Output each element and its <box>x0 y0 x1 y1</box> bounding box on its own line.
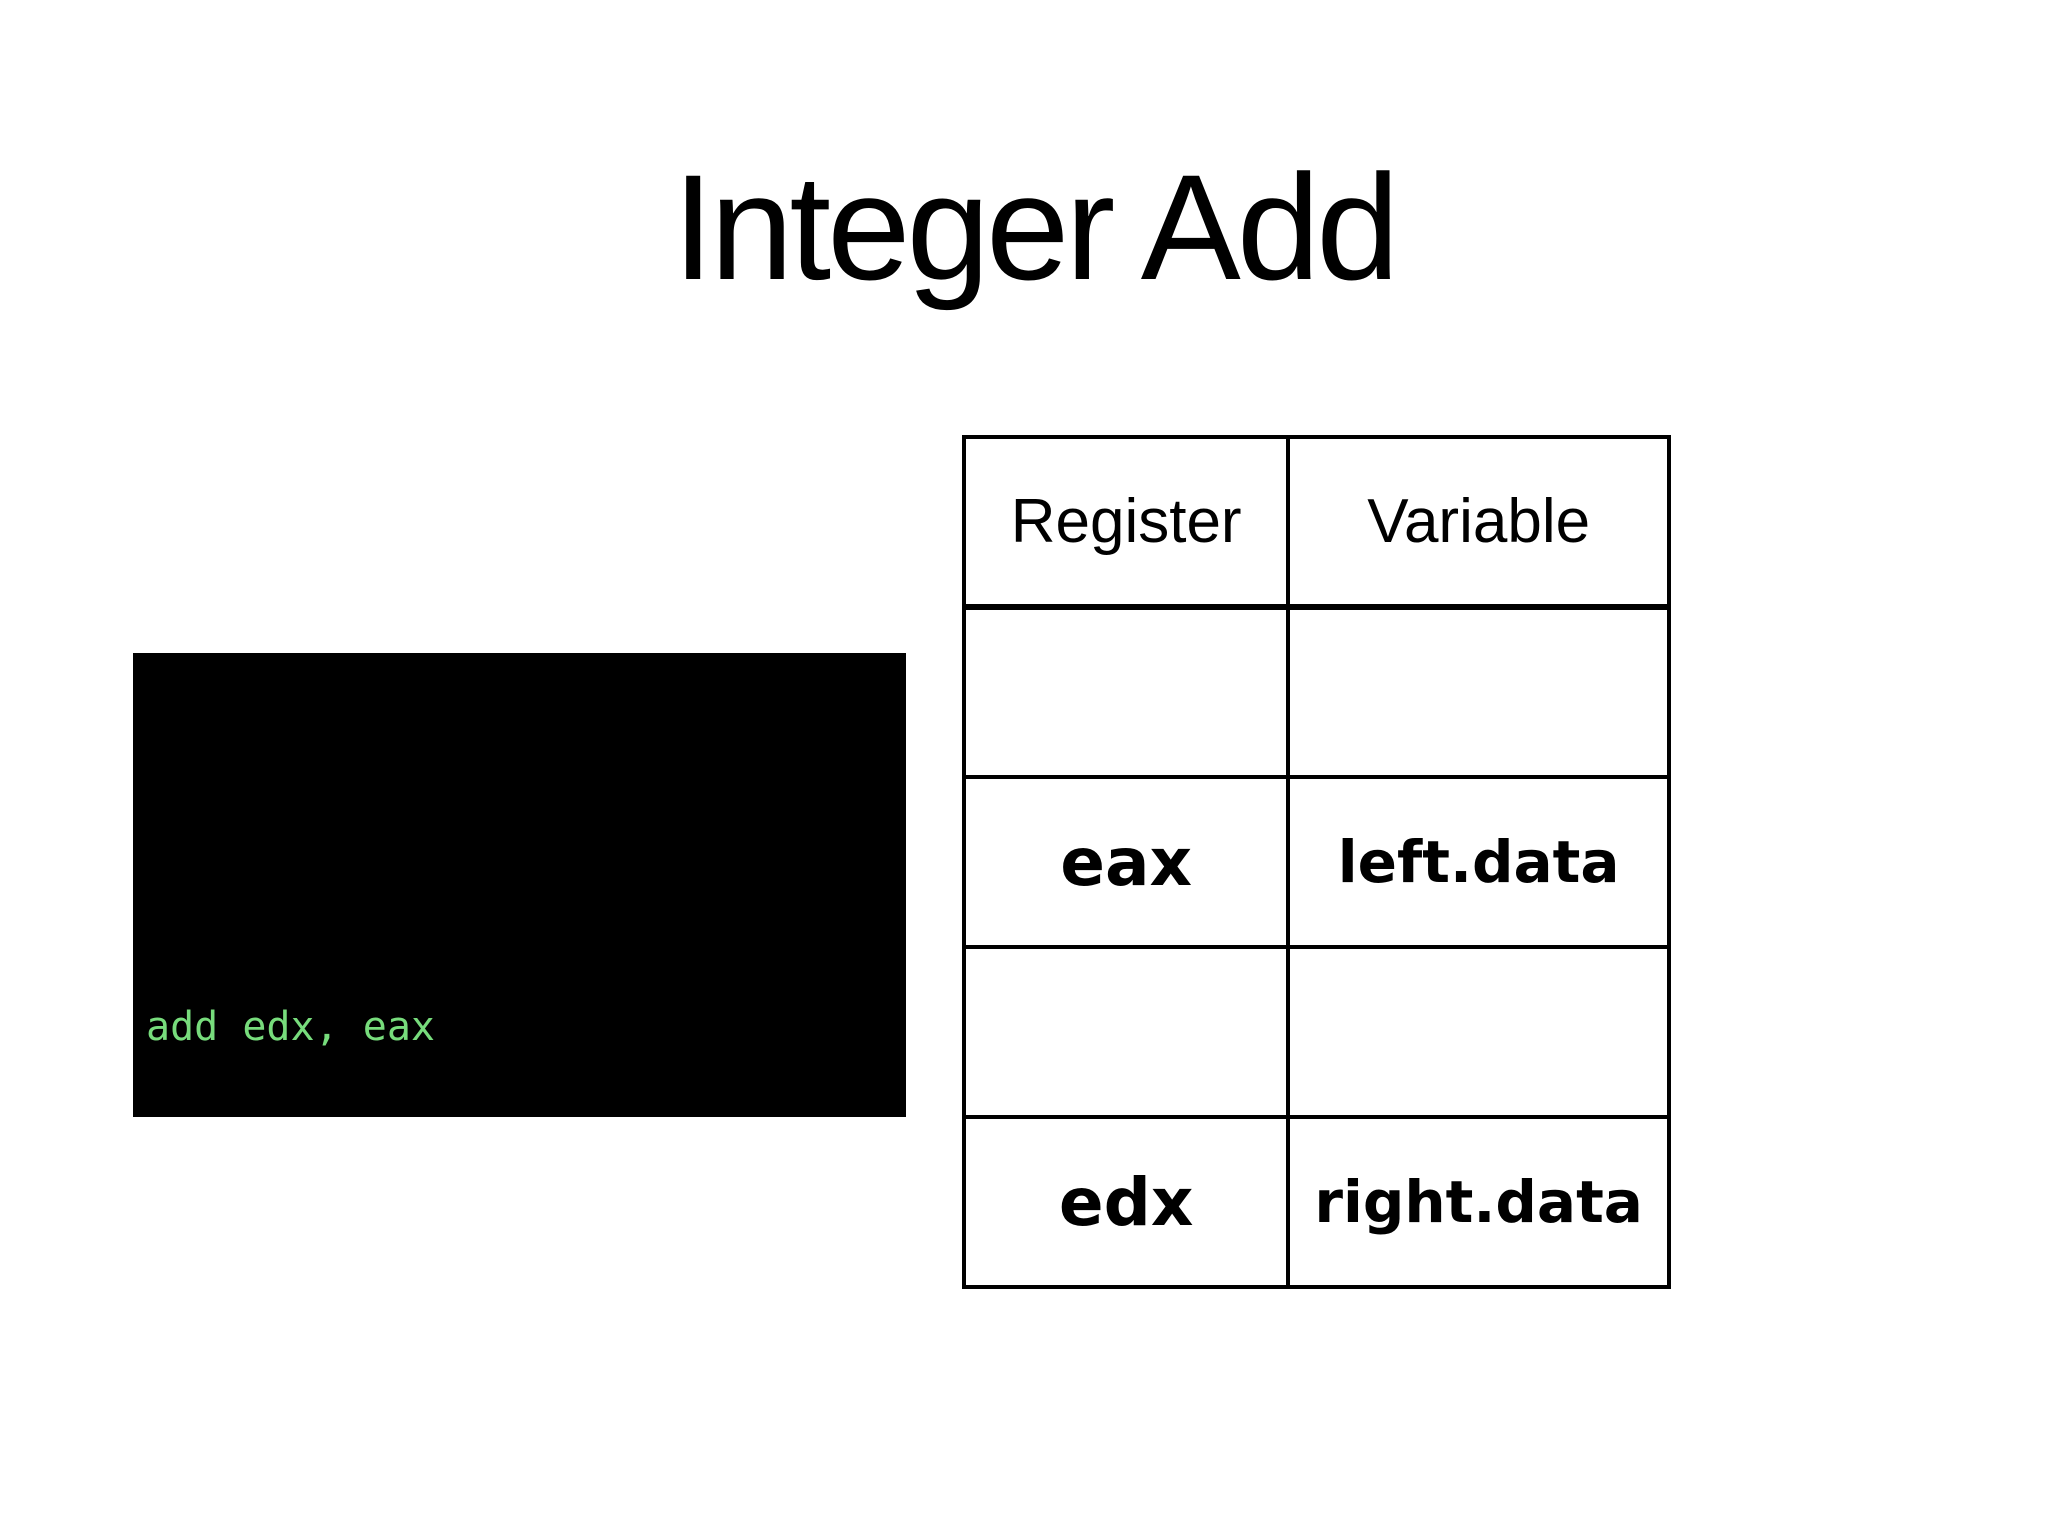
register-variable-table: Register Variable eax left.data edx righ… <box>961 435 1671 1289</box>
table-row-empty-2 <box>961 945 1671 1119</box>
code-block: add edx, eax <box>133 653 906 1117</box>
table-cell-variable-left-data: left.data <box>1286 775 1671 949</box>
table-cell-variable-empty-1 <box>1286 605 1671 779</box>
table-row-edx: edx right.data <box>961 1115 1671 1289</box>
table-row-eax: eax left.data <box>961 775 1671 949</box>
table-cell-register-eax: eax <box>961 775 1291 949</box>
table-cell-register-edx: edx <box>961 1115 1291 1289</box>
code-line-add-instruction: add edx, eax <box>146 1004 435 1050</box>
table-header-register: Register <box>961 435 1291 610</box>
slide-title: Integer Add <box>672 143 1399 311</box>
table-cell-variable-right-data: right.data <box>1286 1115 1671 1289</box>
table-header-variable: Variable <box>1286 435 1671 610</box>
table-cell-register-empty-2 <box>961 945 1291 1119</box>
table-cell-register-empty-1 <box>961 605 1291 779</box>
table-header-row: Register Variable <box>961 435 1671 610</box>
table-row-empty-1 <box>961 605 1671 779</box>
table-cell-variable-empty-2 <box>1286 945 1671 1119</box>
